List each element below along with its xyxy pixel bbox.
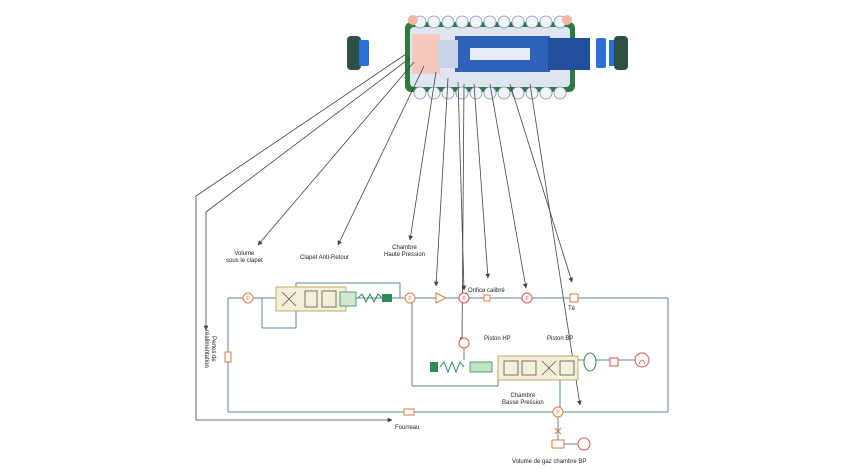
bp-spring	[430, 360, 493, 374]
svg-text:P: P	[462, 296, 466, 302]
label-volume-line1: Volume	[234, 251, 255, 257]
bp-volume-elements	[583, 352, 650, 372]
fourreau-node	[403, 408, 415, 416]
hydraulic-lines	[227, 282, 669, 448]
label-chambre-bp-line2: Basse Pression	[502, 399, 544, 406]
bp-chamber-node: P	[552, 406, 564, 418]
check-valve-block	[275, 286, 357, 312]
spring	[357, 292, 392, 304]
piston-block	[497, 355, 579, 381]
label-volume-clapet: Volume sous le clapet	[226, 251, 263, 265]
hp-chamber-zone	[412, 34, 440, 74]
left-cap-dark	[347, 36, 361, 70]
left-cap-blue	[359, 40, 369, 66]
label-chambre-bp-line1: Chambre	[510, 393, 536, 399]
label-pertes-line1: Pertes de	[210, 336, 216, 362]
label-fourreau: Fourreau	[395, 425, 420, 431]
label-chambre-hp: Chambre Haute Pression	[384, 245, 425, 259]
label-te: Té	[568, 306, 576, 312]
svg-text:P: P	[556, 410, 560, 416]
pressure-gauge-1: P	[458, 292, 470, 304]
label-piston-hp: Piston HP	[484, 336, 511, 342]
label-chambre-bp: Chambre Basse Pression	[502, 393, 544, 407]
piston-hp-gauge	[458, 337, 470, 360]
label-piston-bp: Piston BP	[547, 336, 574, 342]
label-volume-line2: sous le clapet	[226, 257, 263, 264]
svg-text:P: P	[408, 296, 412, 302]
label-chambre-hp-line2: Haute Pression	[384, 251, 426, 258]
pressure-node-volume: P	[242, 292, 254, 304]
label-orifice: Orifice calibré	[468, 288, 505, 294]
label-chambre-hp-line1: Chambre	[392, 245, 417, 251]
right-cap-dark	[614, 36, 628, 70]
label-clapet-anti-retour: Clapet Anti-Retour	[300, 255, 350, 261]
te-node	[569, 293, 579, 303]
label-pertes-line2: réalimentation	[203, 330, 210, 368]
leader-arrows	[195, 53, 582, 423]
damper-cross-section	[347, 15, 628, 100]
orifice-calibrated-node	[483, 294, 491, 302]
right-cap-blue	[596, 38, 606, 68]
svg-text:P: P	[246, 296, 250, 302]
orifice-symbol	[435, 292, 448, 304]
svg-text:P: P	[525, 296, 529, 302]
gas-volume-element	[551, 427, 591, 451]
feed-loss-node	[224, 351, 232, 363]
label-pertes-realimentation: Pertes de réalimentation	[202, 330, 216, 368]
pressure-node-hp: P	[404, 292, 416, 304]
pressure-gauge-2: P	[521, 292, 533, 304]
label-volume-gaz: Volume de gaz chambre BP	[512, 459, 587, 465]
